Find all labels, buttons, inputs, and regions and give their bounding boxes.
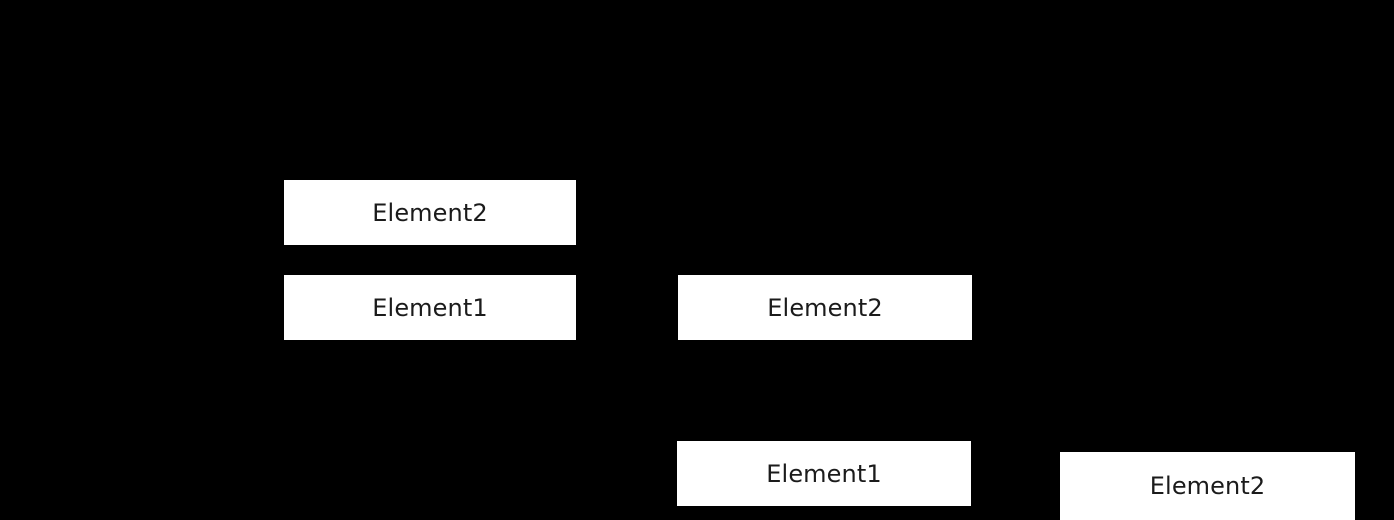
element-box-label: Element2 (767, 293, 883, 322)
element-box-mid-center[interactable]: Element2 (678, 275, 972, 340)
element-box-top-left[interactable]: Element2 (284, 180, 576, 245)
element-box-bottom-right[interactable]: Element2 (1060, 452, 1355, 520)
element-box-mid-left[interactable]: Element1 (284, 275, 576, 340)
element-box-bottom-center[interactable]: Element1 (677, 441, 971, 506)
element-box-label: Element2 (1149, 472, 1266, 500)
element-box-label: Element2 (372, 198, 488, 227)
element-box-label: Element1 (766, 459, 882, 488)
element-box-label: Element1 (372, 293, 488, 322)
